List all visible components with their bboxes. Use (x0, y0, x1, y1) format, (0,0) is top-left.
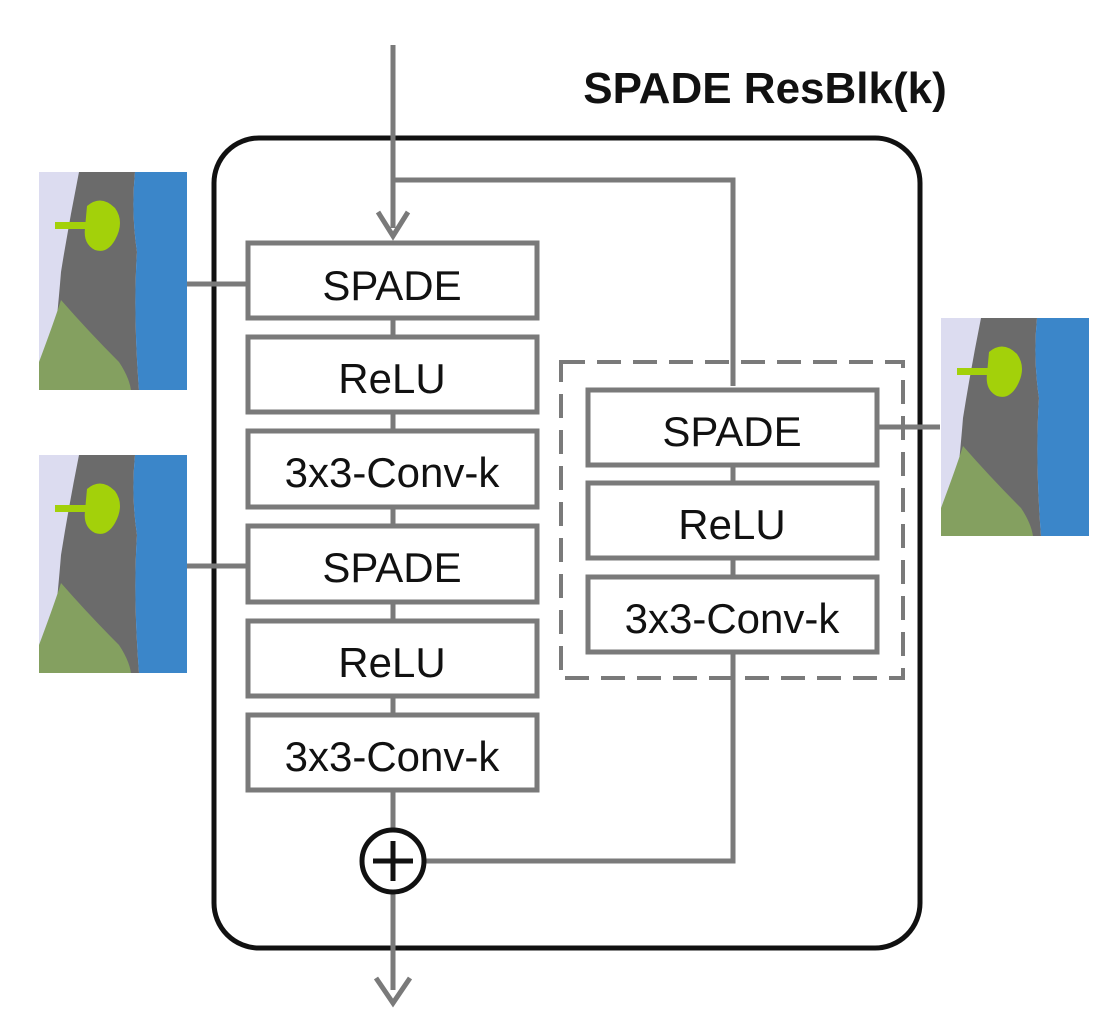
relu-box-2: ReLU (245, 618, 540, 699)
conv-box-2: 3x3-Conv-k (245, 712, 540, 793)
conv-label: 3x3-Conv-k (285, 449, 501, 496)
connector-lines (187, 45, 940, 990)
resblock-outline (211, 135, 923, 951)
conv-label: 3x3-Conv-k (625, 595, 841, 642)
spade-box-2: SPADE (245, 523, 540, 605)
shortcut-relu-box: ReLU (585, 480, 880, 561)
segmentation-map-1 (39, 172, 187, 390)
relu-box-1: ReLU (245, 334, 540, 415)
shortcut-conv-box: 3x3-Conv-k (585, 574, 880, 655)
input-arrowhead (375, 210, 411, 241)
output-arrowhead (373, 976, 413, 1008)
conv-box-1: 3x3-Conv-k (245, 428, 540, 510)
segmentation-map-3 (941, 318, 1089, 536)
relu-label: ReLU (338, 355, 445, 402)
conv-label: 3x3-Conv-k (285, 733, 501, 780)
spade-label: SPADE (322, 544, 461, 591)
elementwise-sum-icon (359, 827, 427, 895)
block-title: SPADE ResBlk(k) (583, 64, 947, 113)
spade-label: SPADE (662, 408, 801, 455)
segmentation-map-2 (39, 455, 187, 673)
relu-label: ReLU (338, 639, 445, 686)
shortcut-spade-box: SPADE (585, 387, 880, 468)
relu-label: ReLU (678, 501, 785, 548)
spade-label: SPADE (322, 262, 461, 309)
spade-box-1: SPADE (245, 240, 540, 321)
